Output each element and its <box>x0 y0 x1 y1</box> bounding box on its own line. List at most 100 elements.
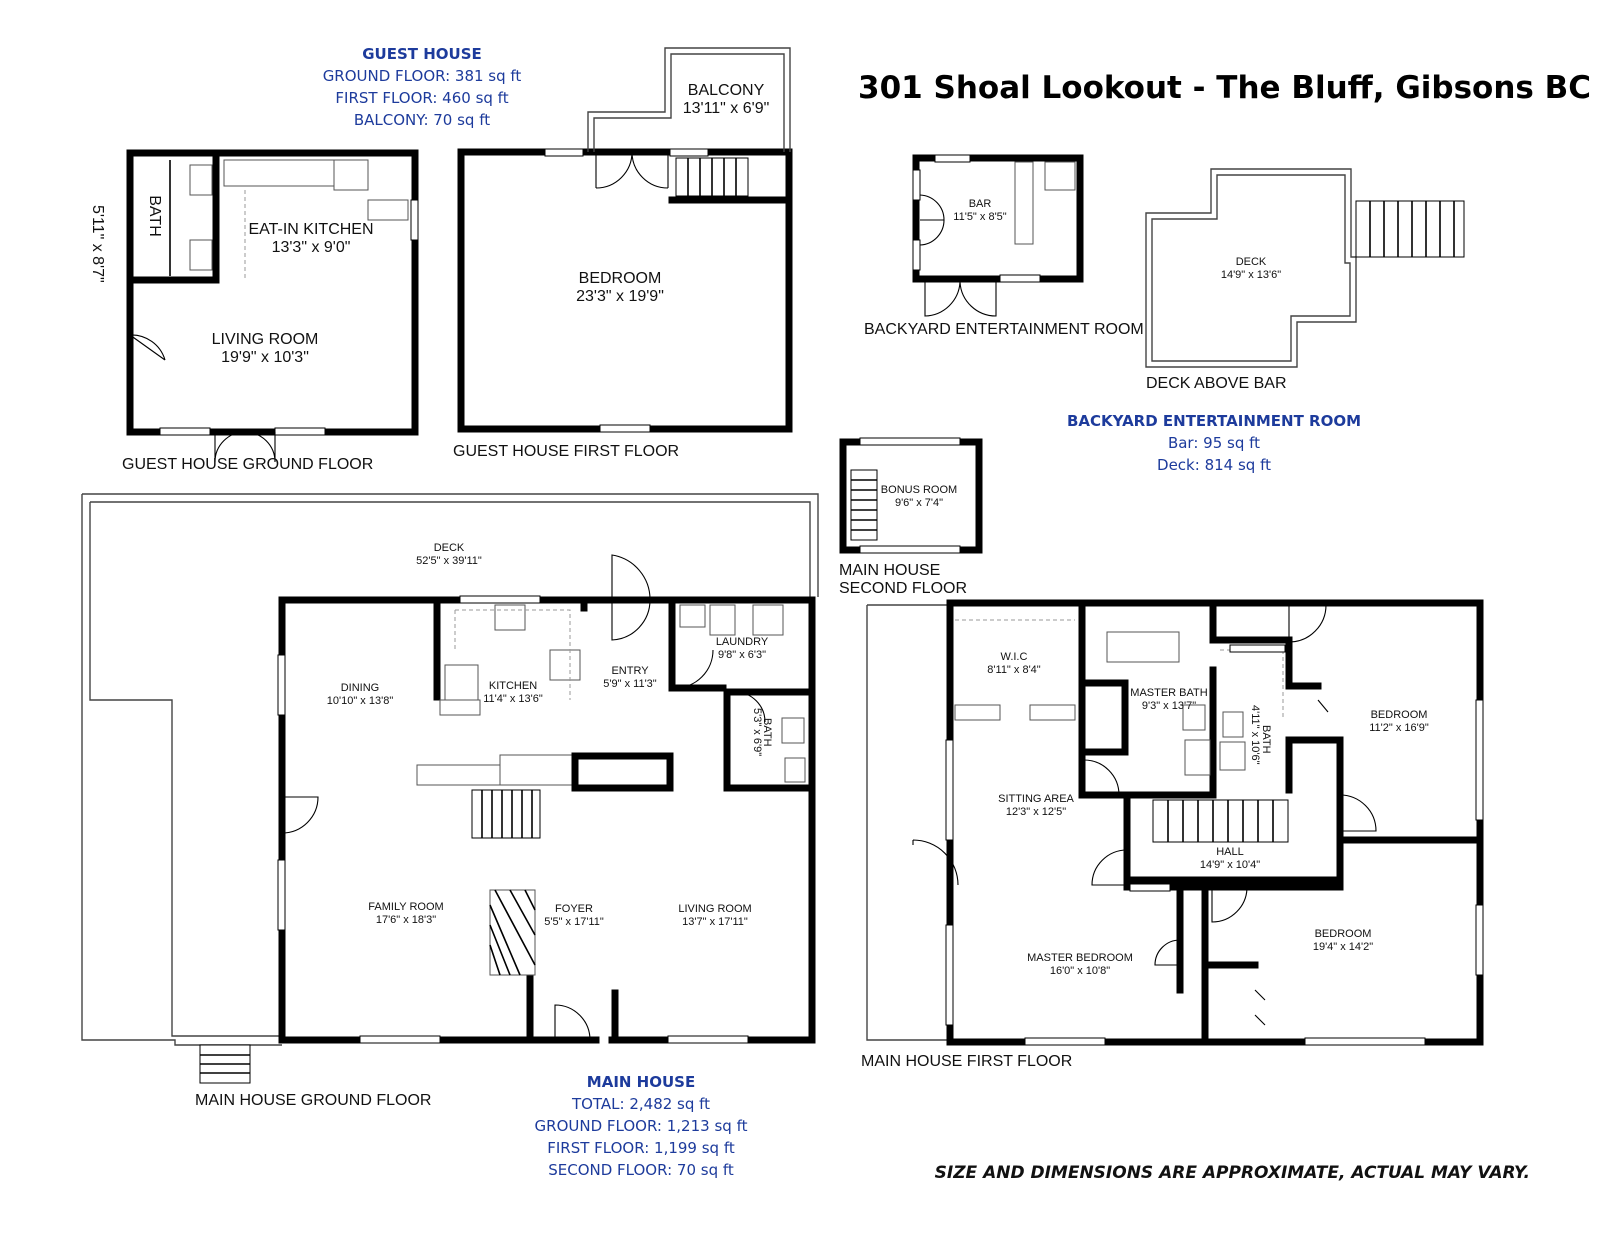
sink-icon <box>189 239 213 271</box>
room-dim: 19'4" x 14'2" <box>1312 940 1374 953</box>
floor-label-main-second: MAIN HOUSE SECOND FLOOR <box>839 562 967 598</box>
room-name: LAUNDRY <box>715 636 769 648</box>
room-name: SITTING AREA <box>998 793 1074 805</box>
room-name: FAMILY ROOM <box>368 901 444 913</box>
summary-line: BALCONY: 70 sq ft <box>353 111 491 129</box>
toilet-icon <box>784 757 806 783</box>
summary-line: FIRST FLOOR: 1,199 sq ft <box>547 1139 735 1157</box>
room-name: ENTRY <box>611 665 649 677</box>
dryer-icon <box>752 604 784 636</box>
room-name: HALL <box>1216 846 1244 858</box>
deck-above-bar-plan <box>1145 168 1465 368</box>
room-name: DECK <box>1235 256 1267 268</box>
room-label-foyer: FOYER 5'5" x 17'11" <box>544 903 604 928</box>
room-dim: 12'3" x 12'5" <box>1005 805 1067 818</box>
fireplace-icon <box>489 889 536 976</box>
summary-heading: GUEST HOUSE <box>362 45 482 63</box>
room-label-deck-bar: DECK 14'9" x 13'6" <box>1221 256 1281 281</box>
room-dim: 5'9" x 11'3" <box>603 677 657 690</box>
main-house-summary: MAIN HOUSE TOTAL: 2,482 sq ft GROUND FLO… <box>535 1071 748 1181</box>
room-label-laundry: LAUNDRY 9'8" x 6'3" <box>716 636 768 661</box>
room-label-entry: ENTRY 5'9" x 11'3" <box>603 665 656 690</box>
guest-house-summary: GUEST HOUSE GROUND FLOOR: 381 sq ft FIRS… <box>323 43 522 131</box>
sink-icon <box>1219 741 1246 771</box>
floor-label-line: SECOND FLOOR <box>839 580 968 597</box>
room-dim: 5'3" x 6'9" <box>751 708 763 757</box>
summary-heading: MAIN HOUSE <box>586 1073 696 1091</box>
room-dim: 17'6" x 18'3" <box>375 913 437 926</box>
stove-icon <box>549 649 581 681</box>
room-dim: 9'6" x 7'4" <box>894 496 944 509</box>
room-dim: 52'5" x 39'11" <box>416 554 482 567</box>
floor-label-guest-first: GUEST HOUSE FIRST FLOOR <box>453 443 680 460</box>
room-name: BALCONY <box>687 82 765 99</box>
room-label-bedroom-a: BEDROOM 11'2" x 16'9" <box>1369 709 1429 734</box>
summary-line: Deck: 814 sq ft <box>1157 456 1271 474</box>
floor-label-line: MAIN HOUSE <box>839 562 941 579</box>
toilet-icon <box>1182 704 1206 731</box>
room-dim: 4'11" x 10'6" <box>1249 705 1261 765</box>
floor-label-deck-above-bar: DECK ABOVE BAR <box>1146 375 1287 392</box>
backyard-summary: BACKYARD ENTERTAINMENT ROOM Bar: 95 sq f… <box>1067 410 1361 476</box>
room-dim: 11'4" x 13'6" <box>483 692 543 705</box>
room-name: MASTER BEDROOM <box>1027 952 1133 964</box>
main-house-first-floor-plan <box>866 599 1484 1046</box>
room-name: DINING <box>340 682 380 694</box>
room-label-gh-living: LIVING ROOM 19'9" x 10'3" <box>212 331 319 368</box>
room-name: BATH <box>1260 725 1272 754</box>
room-label-gh-bedroom: BEDROOM 23'3" x 19'9" <box>576 270 664 307</box>
room-label-bonus: BONUS ROOM 9'6" x 7'4" <box>881 484 957 509</box>
room-name: BAR <box>968 198 992 210</box>
room-name: BONUS ROOM <box>880 484 958 496</box>
room-dim: 9'3" x 13'7" <box>1141 699 1197 712</box>
room-dim: 5'5" x 17'11" <box>544 915 604 928</box>
floor-label-main-ground: MAIN HOUSE GROUND FLOOR <box>195 1092 432 1109</box>
room-dim: 14'9" x 13'6" <box>1220 268 1282 281</box>
room-name: EAT-IN KITCHEN <box>248 221 374 238</box>
summary-line: GROUND FLOOR: 1,213 sq ft <box>534 1117 748 1135</box>
room-label-dining: DINING 10'10" x 13'8" <box>327 682 393 707</box>
summary-line: TOTAL: 2,482 sq ft <box>571 1095 711 1113</box>
room-name: LIVING ROOM <box>678 903 752 915</box>
sink-icon <box>781 717 805 744</box>
room-label-kitchen: KITCHEN 11'4" x 13'6" <box>483 680 543 705</box>
summary-line: FIRST FLOOR: 460 sq ft <box>335 89 509 107</box>
summary-line: Bar: 95 sq ft <box>1167 434 1261 452</box>
page-title: 301 Shoal Lookout - The Bluff, Gibsons B… <box>858 70 1592 106</box>
room-label-sitting: SITTING AREA 12'3" x 12'5" <box>998 793 1074 818</box>
room-dim-gh-bath: 5'11" x 8'7" <box>88 205 106 283</box>
room-name: W.I.C <box>1000 651 1028 663</box>
room-dim: 8'11" x 8'4" <box>987 663 1041 676</box>
room-dim: 11'2" x 16'9" <box>1369 721 1429 734</box>
room-label-bath2: BATH <box>1260 725 1272 754</box>
bar-plan <box>912 154 1084 317</box>
floor-label-backyard-room: BACKYARD ENTERTAINMENT ROOM <box>864 321 1144 338</box>
washer-icon <box>679 604 706 628</box>
room-label-master-bedroom: MASTER BEDROOM 16'0" x 10'8" <box>1027 952 1133 977</box>
room-label-gh-kitchen: EAT-IN KITCHEN 13'3" x 9'0" <box>248 221 373 258</box>
room-dim: 9'8" x 6'3" <box>717 648 767 661</box>
room-name: BEDROOM <box>1370 709 1428 721</box>
room-label-bedroom-b: BEDROOM 19'4" x 14'2" <box>1313 928 1373 953</box>
room-name: KITCHEN <box>488 680 538 692</box>
bonus-room-plan <box>839 437 983 554</box>
room-label-bar: BAR 11'5" x 8'5" <box>953 198 1006 223</box>
room-name: LIVING ROOM <box>211 331 319 348</box>
toilet-icon <box>1222 711 1244 738</box>
floor-label-guest-ground: GUEST HOUSE GROUND FLOOR <box>122 456 374 473</box>
summary-heading: BACKYARD ENTERTAINMENT ROOM <box>1066 412 1362 430</box>
room-label-wic: W.I.C 8'11" x 8'4" <box>987 651 1040 676</box>
room-dim: 11'5" x 8'5" <box>953 210 1007 223</box>
disclaimer: SIZE AND DIMENSIONS ARE APPROXIMATE, ACT… <box>934 1163 1530 1183</box>
main-house-ground-floor-plan <box>81 493 819 1084</box>
room-dim-main-bath: 5'3" x 6'9" <box>751 708 763 756</box>
sink-icon <box>1184 739 1211 776</box>
room-label-master-bath: MASTER BATH 9'3" x 13'7" <box>1130 687 1207 712</box>
room-dim: 16'0" x 10'8" <box>1049 964 1111 977</box>
room-dim: 5'11" x 8'7" <box>89 205 106 283</box>
guest-house-ground-floor-plan <box>126 149 419 463</box>
room-dim: 13'7" x 17'11" <box>682 915 748 928</box>
room-name: BATH <box>146 195 164 237</box>
room-label-living: LIVING ROOM 13'7" x 17'11" <box>678 903 751 928</box>
